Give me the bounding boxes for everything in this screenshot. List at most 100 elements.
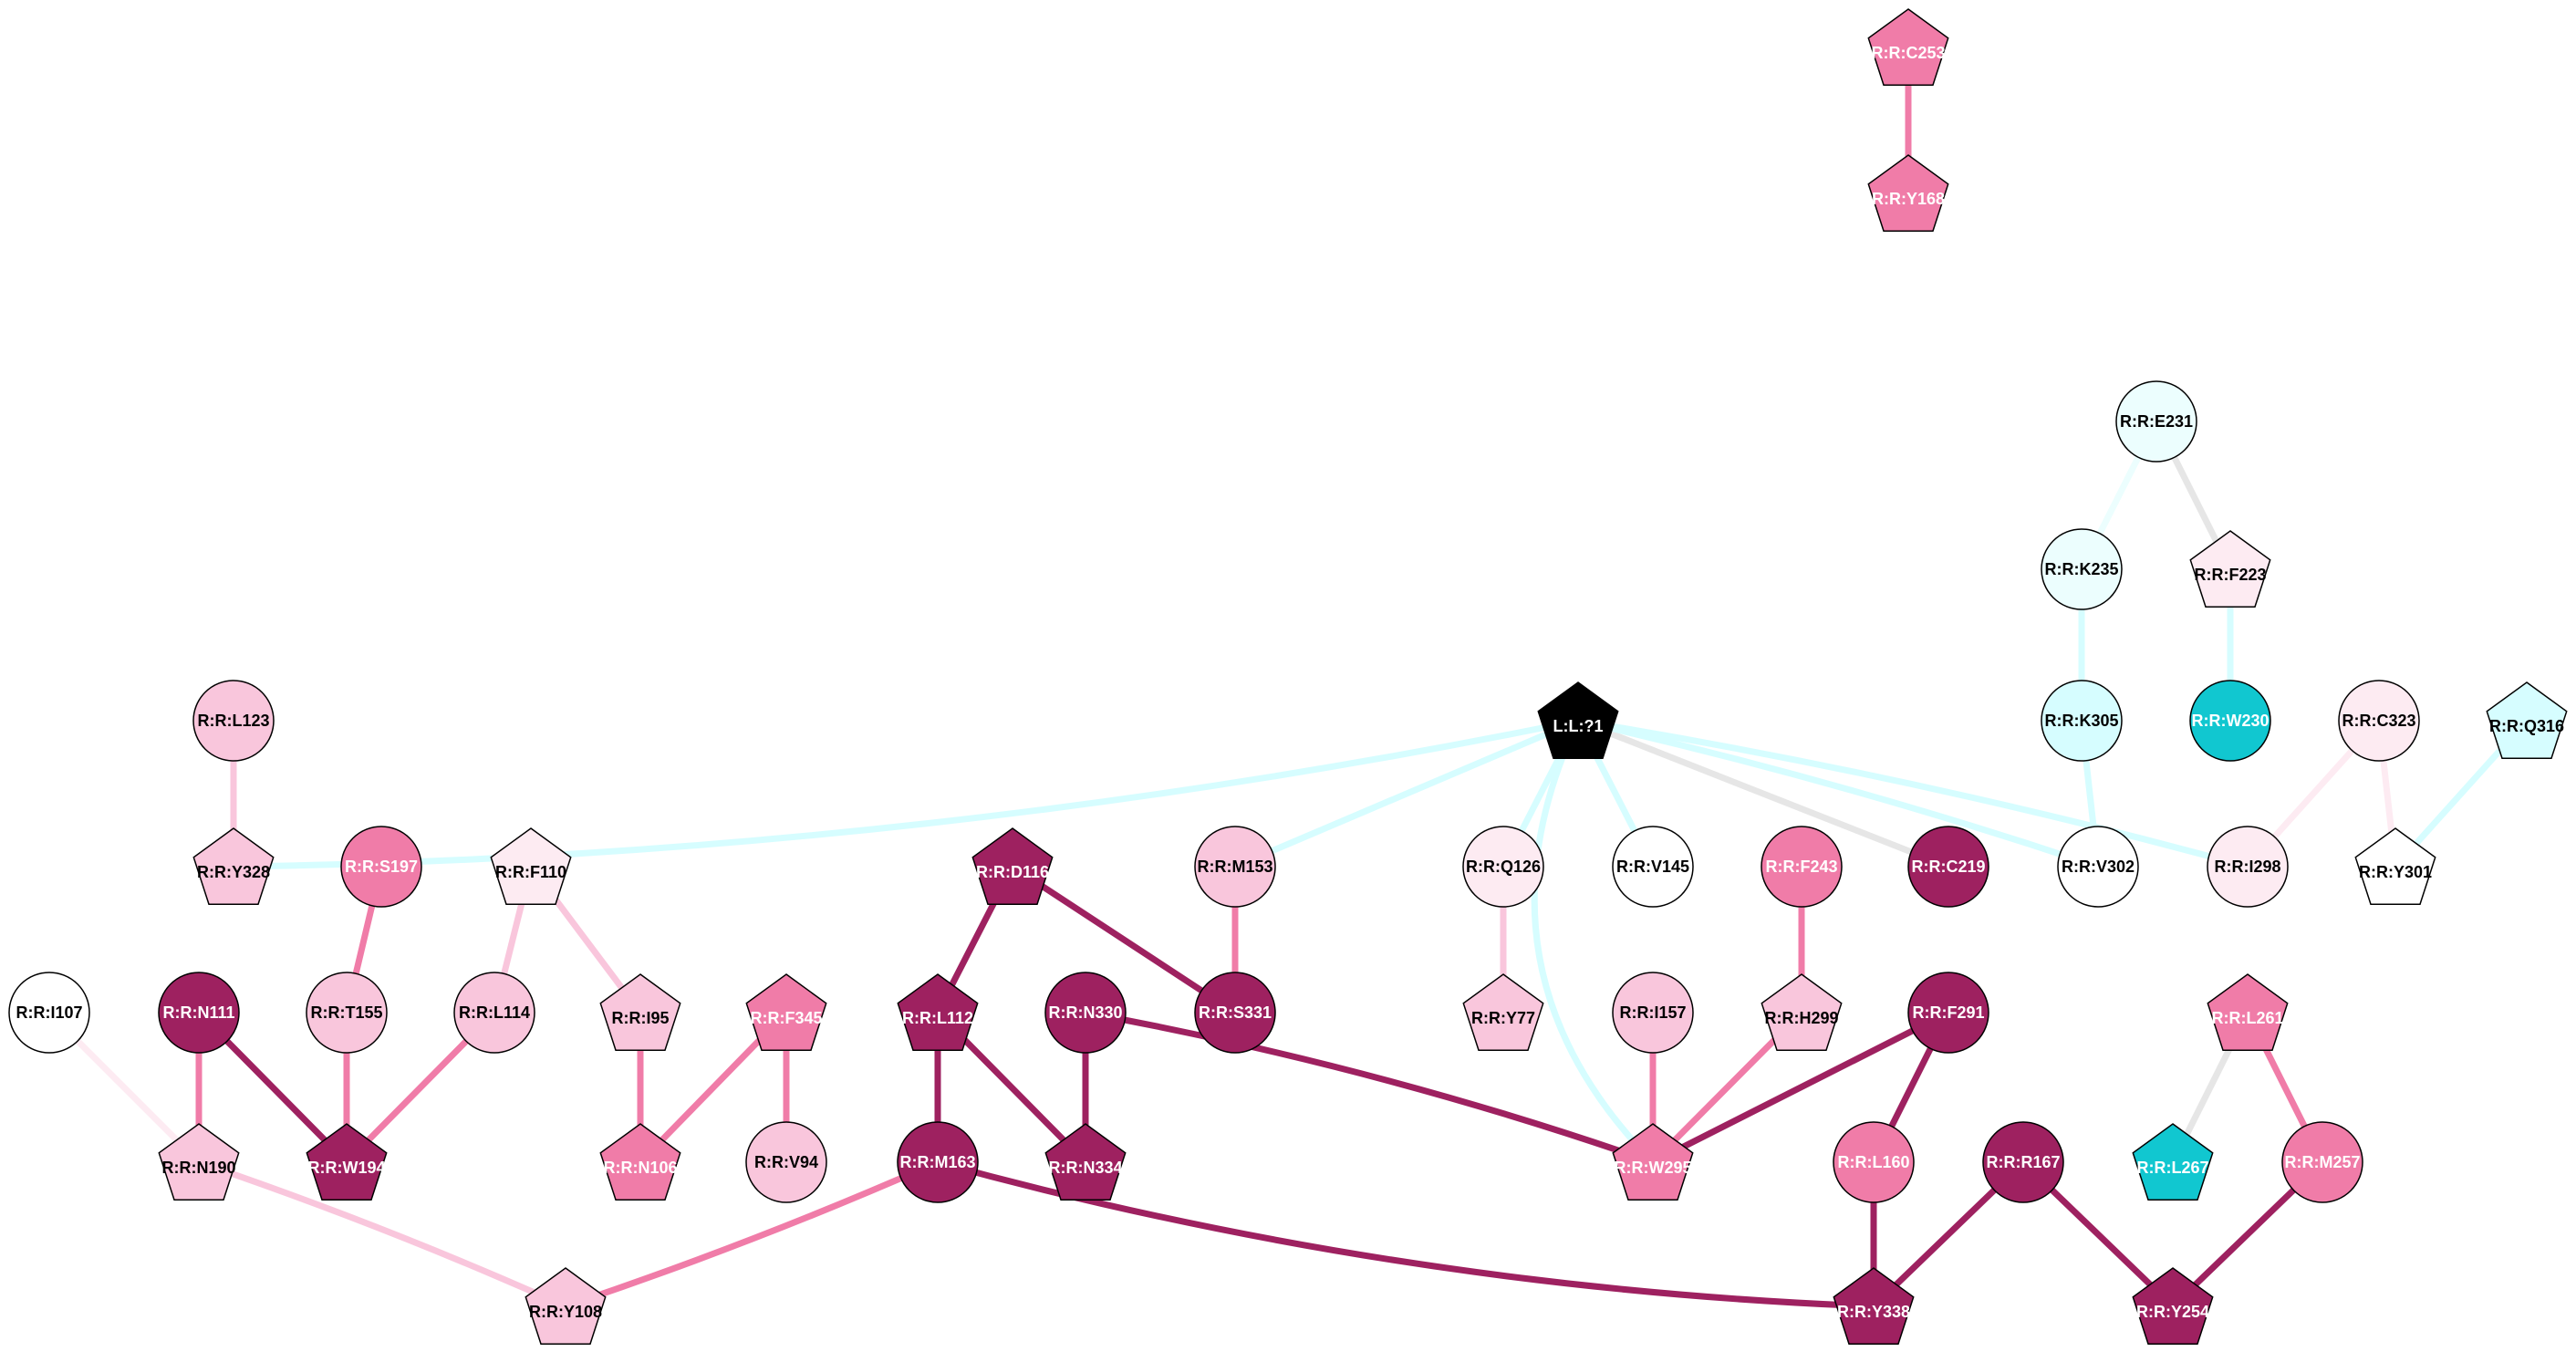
node-label: R:R:F345 — [750, 1009, 822, 1027]
node-label: R:R:V94 — [754, 1153, 818, 1171]
node-V94[interactable]: R:R:V94 — [745, 1121, 827, 1203]
node-circle-shape — [1982, 1121, 2064, 1203]
node-pentagon-shape — [2486, 681, 2568, 759]
node-H299[interactable]: R:R:H299 — [1761, 973, 1843, 1051]
node-L267[interactable]: R:R:L267 — [2132, 1123, 2214, 1201]
node-circle-shape — [1907, 972, 1989, 1054]
node-N330[interactable]: R:R:N330 — [1044, 972, 1127, 1054]
node-label: R:R:Y338 — [1837, 1303, 1910, 1321]
node-I298[interactable]: R:R:I298 — [2207, 826, 2289, 908]
node-D116[interactable]: R:R:D116 — [971, 827, 1054, 905]
node-pentagon-shape — [1462, 973, 1544, 1051]
node-label: R:R:D116 — [976, 863, 1049, 881]
node-pentagon-shape — [897, 973, 979, 1051]
node-L123[interactable]: R:R:L123 — [192, 680, 275, 762]
node-C253[interactable]: R:R:C253 — [1867, 8, 1949, 86]
node-label: R:R:Y254 — [2136, 1303, 2209, 1321]
node-label: R:R:C253 — [1871, 44, 1945, 62]
node-Y254[interactable]: R:R:Y254 — [2132, 1267, 2214, 1345]
node-V302[interactable]: R:R:V302 — [2057, 826, 2139, 908]
node-L114[interactable]: R:R:L114 — [453, 972, 535, 1054]
node-W194[interactable]: R:R:W194 — [306, 1123, 388, 1201]
edges-layer — [46, 44, 2530, 1310]
node-L71[interactable]: L:L:?1 — [1537, 681, 1619, 759]
node-label: R:R:S197 — [345, 858, 418, 876]
node-circle-shape — [1194, 826, 1276, 908]
node-circle-shape — [2057, 826, 2139, 908]
node-C219[interactable]: R:R:C219 — [1907, 826, 1989, 908]
node-M257[interactable]: R:R:M257 — [2281, 1121, 2363, 1203]
node-label: R:R:L112 — [902, 1009, 973, 1027]
edge-L71-V302 — [1574, 717, 2102, 870]
node-K305[interactable]: R:R:K305 — [2041, 680, 2123, 762]
node-label: R:R:V302 — [2062, 858, 2135, 876]
node-Y77[interactable]: R:R:Y77 — [1462, 973, 1544, 1051]
node-M163[interactable]: R:R:M163 — [897, 1121, 979, 1203]
node-C323[interactable]: R:R:C323 — [2338, 680, 2420, 762]
node-circle-shape — [453, 972, 535, 1054]
node-Y108[interactable]: R:R:Y108 — [525, 1267, 607, 1345]
node-Y301[interactable]: R:R:Y301 — [2354, 827, 2436, 905]
node-Y168[interactable]: R:R:Y168 — [1867, 154, 1949, 232]
node-pentagon-shape — [2354, 827, 2436, 905]
node-pentagon-shape — [971, 827, 1054, 905]
node-I107[interactable]: R:R:I107 — [8, 972, 90, 1054]
edge-N330-W295 — [1082, 1009, 1657, 1166]
node-Q126[interactable]: R:R:Q126 — [1462, 826, 1544, 908]
node-I157[interactable]: R:R:I157 — [1612, 972, 1694, 1054]
node-pentagon-shape — [2207, 973, 2289, 1051]
node-circle-shape — [2338, 680, 2420, 762]
node-label: R:R:I107 — [16, 1003, 82, 1022]
node-K235[interactable]: R:R:K235 — [2041, 528, 2123, 610]
node-F243[interactable]: R:R:F243 — [1761, 826, 1843, 908]
node-label: R:R:W194 — [307, 1159, 385, 1177]
edge-L71-Y328 — [230, 717, 1582, 870]
node-label: R:R:N334 — [1048, 1159, 1122, 1177]
node-N334[interactable]: R:R:N334 — [1044, 1123, 1127, 1201]
node-circle-shape — [306, 972, 388, 1054]
node-pentagon-shape — [1867, 8, 1949, 86]
node-label: R:R:L123 — [197, 712, 269, 730]
node-pentagon-shape — [1833, 1267, 1915, 1345]
node-E231[interactable]: R:R:E231 — [2115, 380, 2197, 463]
node-R167[interactable]: R:R:R167 — [1982, 1121, 2064, 1203]
node-V145[interactable]: R:R:V145 — [1612, 826, 1694, 908]
node-N106[interactable]: R:R:N106 — [599, 1123, 681, 1201]
node-circle-shape — [1044, 972, 1127, 1054]
node-L112[interactable]: R:R:L112 — [897, 973, 979, 1051]
node-pentagon-shape — [2132, 1267, 2214, 1345]
node-N111[interactable]: R:R:N111 — [158, 972, 240, 1054]
node-pentagon-shape — [599, 1123, 681, 1201]
node-Y328[interactable]: R:R:Y328 — [192, 827, 275, 905]
node-S331[interactable]: R:R:S331 — [1194, 972, 1276, 1054]
node-label: R:R:I95 — [611, 1009, 669, 1027]
node-L261[interactable]: R:R:L261 — [2207, 973, 2289, 1051]
node-F223[interactable]: R:R:F223 — [2189, 530, 2271, 608]
node-label: R:R:S331 — [1199, 1003, 1272, 1022]
node-T155[interactable]: R:R:T155 — [306, 972, 388, 1054]
node-N190[interactable]: R:R:N190 — [158, 1123, 240, 1201]
node-F110[interactable]: R:R:F110 — [490, 827, 572, 905]
node-F291[interactable]: R:R:F291 — [1907, 972, 1989, 1054]
node-F345[interactable]: R:R:F345 — [745, 973, 827, 1051]
node-label: R:R:M153 — [1197, 858, 1272, 876]
node-label: R:R:L267 — [2136, 1159, 2208, 1177]
node-W230[interactable]: R:R:W230 — [2189, 680, 2271, 762]
node-label: R:R:H299 — [1764, 1009, 1838, 1027]
node-label: R:R:K305 — [2044, 712, 2118, 730]
edge-L71-M153 — [1231, 717, 1582, 870]
node-label: R:R:Y301 — [2359, 863, 2432, 881]
node-Y338[interactable]: R:R:Y338 — [1833, 1267, 1915, 1345]
node-Q316[interactable]: R:R:Q316 — [2486, 681, 2568, 759]
edge-F291-W295 — [1649, 1009, 1952, 1166]
node-label: R:R:F243 — [1765, 858, 1837, 876]
node-M153[interactable]: R:R:M153 — [1194, 826, 1276, 908]
node-W295[interactable]: R:R:W295 — [1612, 1123, 1694, 1201]
node-label: R:R:Q316 — [2489, 717, 2564, 735]
node-I95[interactable]: R:R:I95 — [599, 973, 681, 1051]
node-L160[interactable]: R:R:L160 — [1833, 1121, 1915, 1203]
node-pentagon-shape — [490, 827, 572, 905]
node-circle-shape — [745, 1121, 827, 1203]
node-S197[interactable]: R:R:S197 — [340, 826, 422, 908]
